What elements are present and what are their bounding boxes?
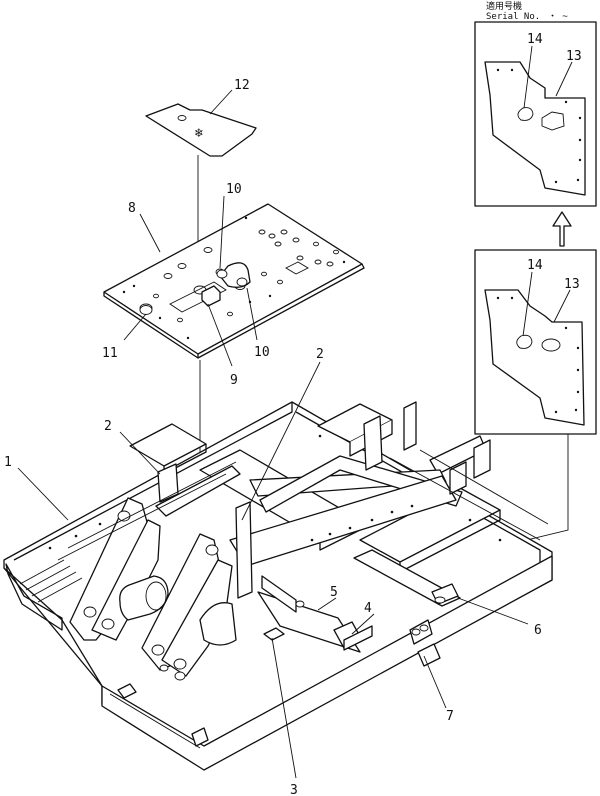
callout-12: 12 — [234, 78, 250, 93]
callout-6: 6 — [534, 623, 542, 638]
callout-11: 11 — [102, 346, 118, 361]
callout-9: 9 — [230, 373, 238, 388]
callout-3: 3 — [290, 783, 298, 796]
frame-leaders — [17, 361, 529, 779]
callout-4: 4 — [364, 601, 372, 616]
label-plate-12: ❄ 12 — [145, 78, 257, 157]
inset-box-upper: 14 13 — [474, 21, 597, 207]
callout-5: 5 — [330, 585, 338, 600]
revolving-frame-1 — [3, 401, 553, 771]
upgrade-arrow — [552, 211, 572, 247]
callout-8: 8 — [128, 201, 136, 216]
serial-number-header: 適用号機 Serial No. ・ ~ — [486, 0, 568, 22]
callout-1: 1 — [4, 455, 12, 470]
inset-box-lower: 14 13 — [435, 249, 597, 578]
callout-10-lower: 10 — [254, 345, 270, 360]
callout-14-upper: 14 — [527, 32, 543, 47]
callout-13-lower: 13 — [564, 277, 580, 292]
callout-10-upper: 10 — [226, 182, 242, 197]
callout-2-right: 2 — [316, 347, 324, 362]
serial-header-japanese: 適用号機 — [486, 0, 522, 12]
serial-header-range: ・ ~ — [548, 12, 568, 22]
callout-7: 7 — [446, 709, 454, 724]
callout-14-lower: 14 — [527, 258, 543, 273]
plate-hardware: 10 10 9 11 8 — [102, 182, 270, 388]
serial-header-english: Serial No. — [486, 12, 540, 22]
callout-2-left: 2 — [104, 419, 112, 434]
callout-13-upper: 13 — [566, 49, 582, 64]
svg-text:❄: ❄ — [194, 126, 203, 141]
